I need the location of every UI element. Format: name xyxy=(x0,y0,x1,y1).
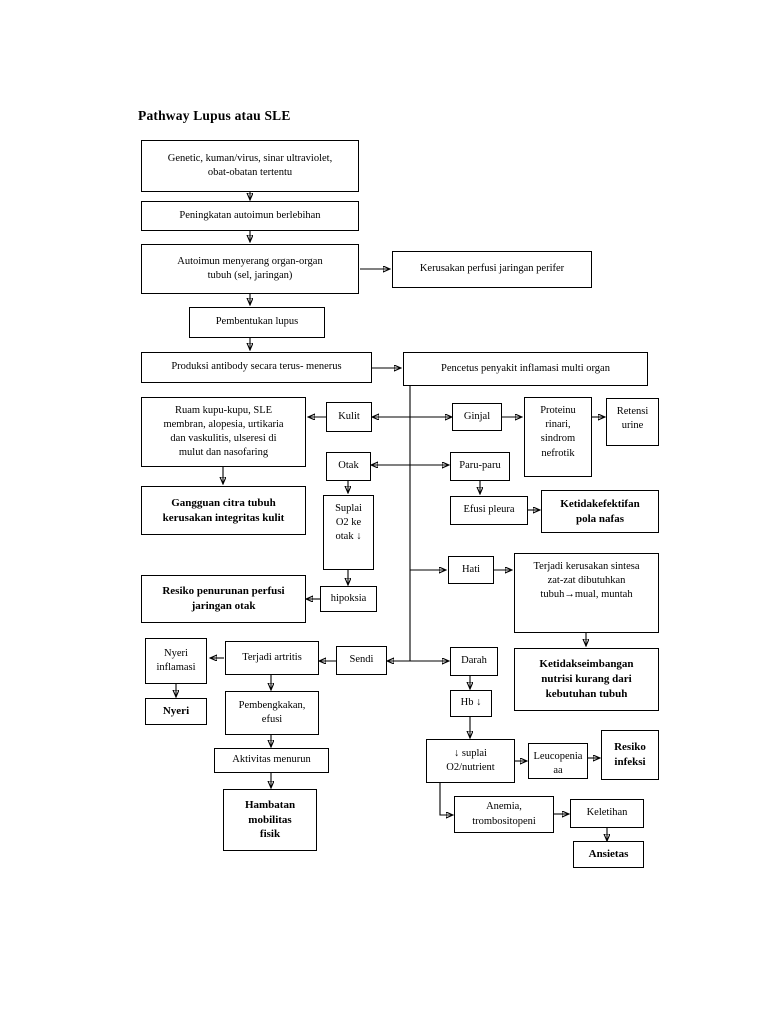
node-hati[interactable]: Hati xyxy=(448,556,494,584)
node-ruam-kupu-kupu[interactable]: Ruam kupu-kupu, SLE membran, alopesia, u… xyxy=(141,397,306,467)
node-ketidakseimbangan-nutrisi[interactable]: Ketidakseimbangan nutrisi kurang dari ke… xyxy=(514,648,659,711)
node-resiko-penurunan-perfusi-otak[interactable]: Resiko penurunan perfusi jaringan otak xyxy=(141,575,306,623)
node-ansietas[interactable]: Ansietas xyxy=(573,841,644,868)
node-produksi-antibody[interactable]: Produksi antibody secara terus- menerus xyxy=(141,352,372,383)
node-retensi-urine[interactable]: Retensi urine xyxy=(606,398,659,446)
node-efusi-pleura[interactable]: Efusi pleura xyxy=(450,496,528,525)
node-kulit[interactable]: Kulit xyxy=(326,402,372,432)
node-darah[interactable]: Darah xyxy=(450,647,498,676)
node-ginjal[interactable]: Ginjal xyxy=(452,403,502,431)
node-kerusakan-perfusi-perifer[interactable]: Kerusakan perfusi jaringan perifer xyxy=(392,251,592,288)
node-terjadi-artritis[interactable]: Terjadi artritis xyxy=(225,641,319,675)
node-resiko-infeksi[interactable]: Resiko infeksi xyxy=(601,730,659,780)
node-ketidakefektifan-pola-nafas[interactable]: Ketidakefektifan pola nafas xyxy=(541,490,659,533)
node-terjadi-kerusakan-sintesa[interactable]: Terjadi kerusakan sintesa zat-zat dibutu… xyxy=(514,553,659,633)
node-aktivitas-menurun[interactable]: Aktivitas menurun xyxy=(214,748,329,773)
node-autoimun-menyerang-organ[interactable]: Autoimun menyerang organ-organ tubuh (se… xyxy=(141,244,359,294)
node-suplai-o2-nutrient[interactable]: ↓ suplai O2/nutrient xyxy=(426,739,515,783)
node-nyeri-inflamasi[interactable]: Nyeri inflamasi xyxy=(145,638,207,684)
node-paru-paru[interactable]: Paru-paru xyxy=(450,452,510,481)
node-pembengkakan-efusi[interactable]: Pembengkakan, efusi xyxy=(225,691,319,735)
node-peningkatan-autoimun[interactable]: Peningkatan autoimun berlebihan xyxy=(141,201,359,231)
node-keletihan[interactable]: Keletihan xyxy=(570,799,644,828)
node-leucopenia[interactable]: Leucopenia aa xyxy=(528,743,588,779)
node-sendi[interactable]: Sendi xyxy=(336,646,387,675)
node-anemia-trombositopeni[interactable]: Anemia, trombositopeni xyxy=(454,796,554,833)
node-nyeri[interactable]: Nyeri xyxy=(145,698,207,725)
node-pembentukan-lupus[interactable]: Pembentukan lupus xyxy=(189,307,325,338)
node-suplai-o2-ke-otak[interactable]: Suplai O2 ke otak ↓ xyxy=(323,495,374,570)
node-hb-turun[interactable]: Hb ↓ xyxy=(450,690,492,717)
node-genetic-triggers[interactable]: Genetic, kuman/virus, sinar ultraviolet,… xyxy=(141,140,359,192)
node-gangguan-citra-tubuh[interactable]: Gangguan citra tubuh kerusakan integrita… xyxy=(141,486,306,535)
node-proteinurinari-sindrom-nefrotik[interactable]: Proteinu rinari, sindrom nefrotik xyxy=(524,397,592,477)
node-otak[interactable]: Otak xyxy=(326,452,371,481)
node-hambatan-mobilitas-fisik[interactable]: Hambatan mobilitas fisik xyxy=(223,789,317,851)
node-hipoksia[interactable]: hipoksia xyxy=(320,586,377,612)
node-pencetus-inflamasi[interactable]: Pencetus penyakit inflamasi multi organ xyxy=(403,352,648,386)
page-title: Pathway Lupus atau SLE xyxy=(138,108,291,123)
